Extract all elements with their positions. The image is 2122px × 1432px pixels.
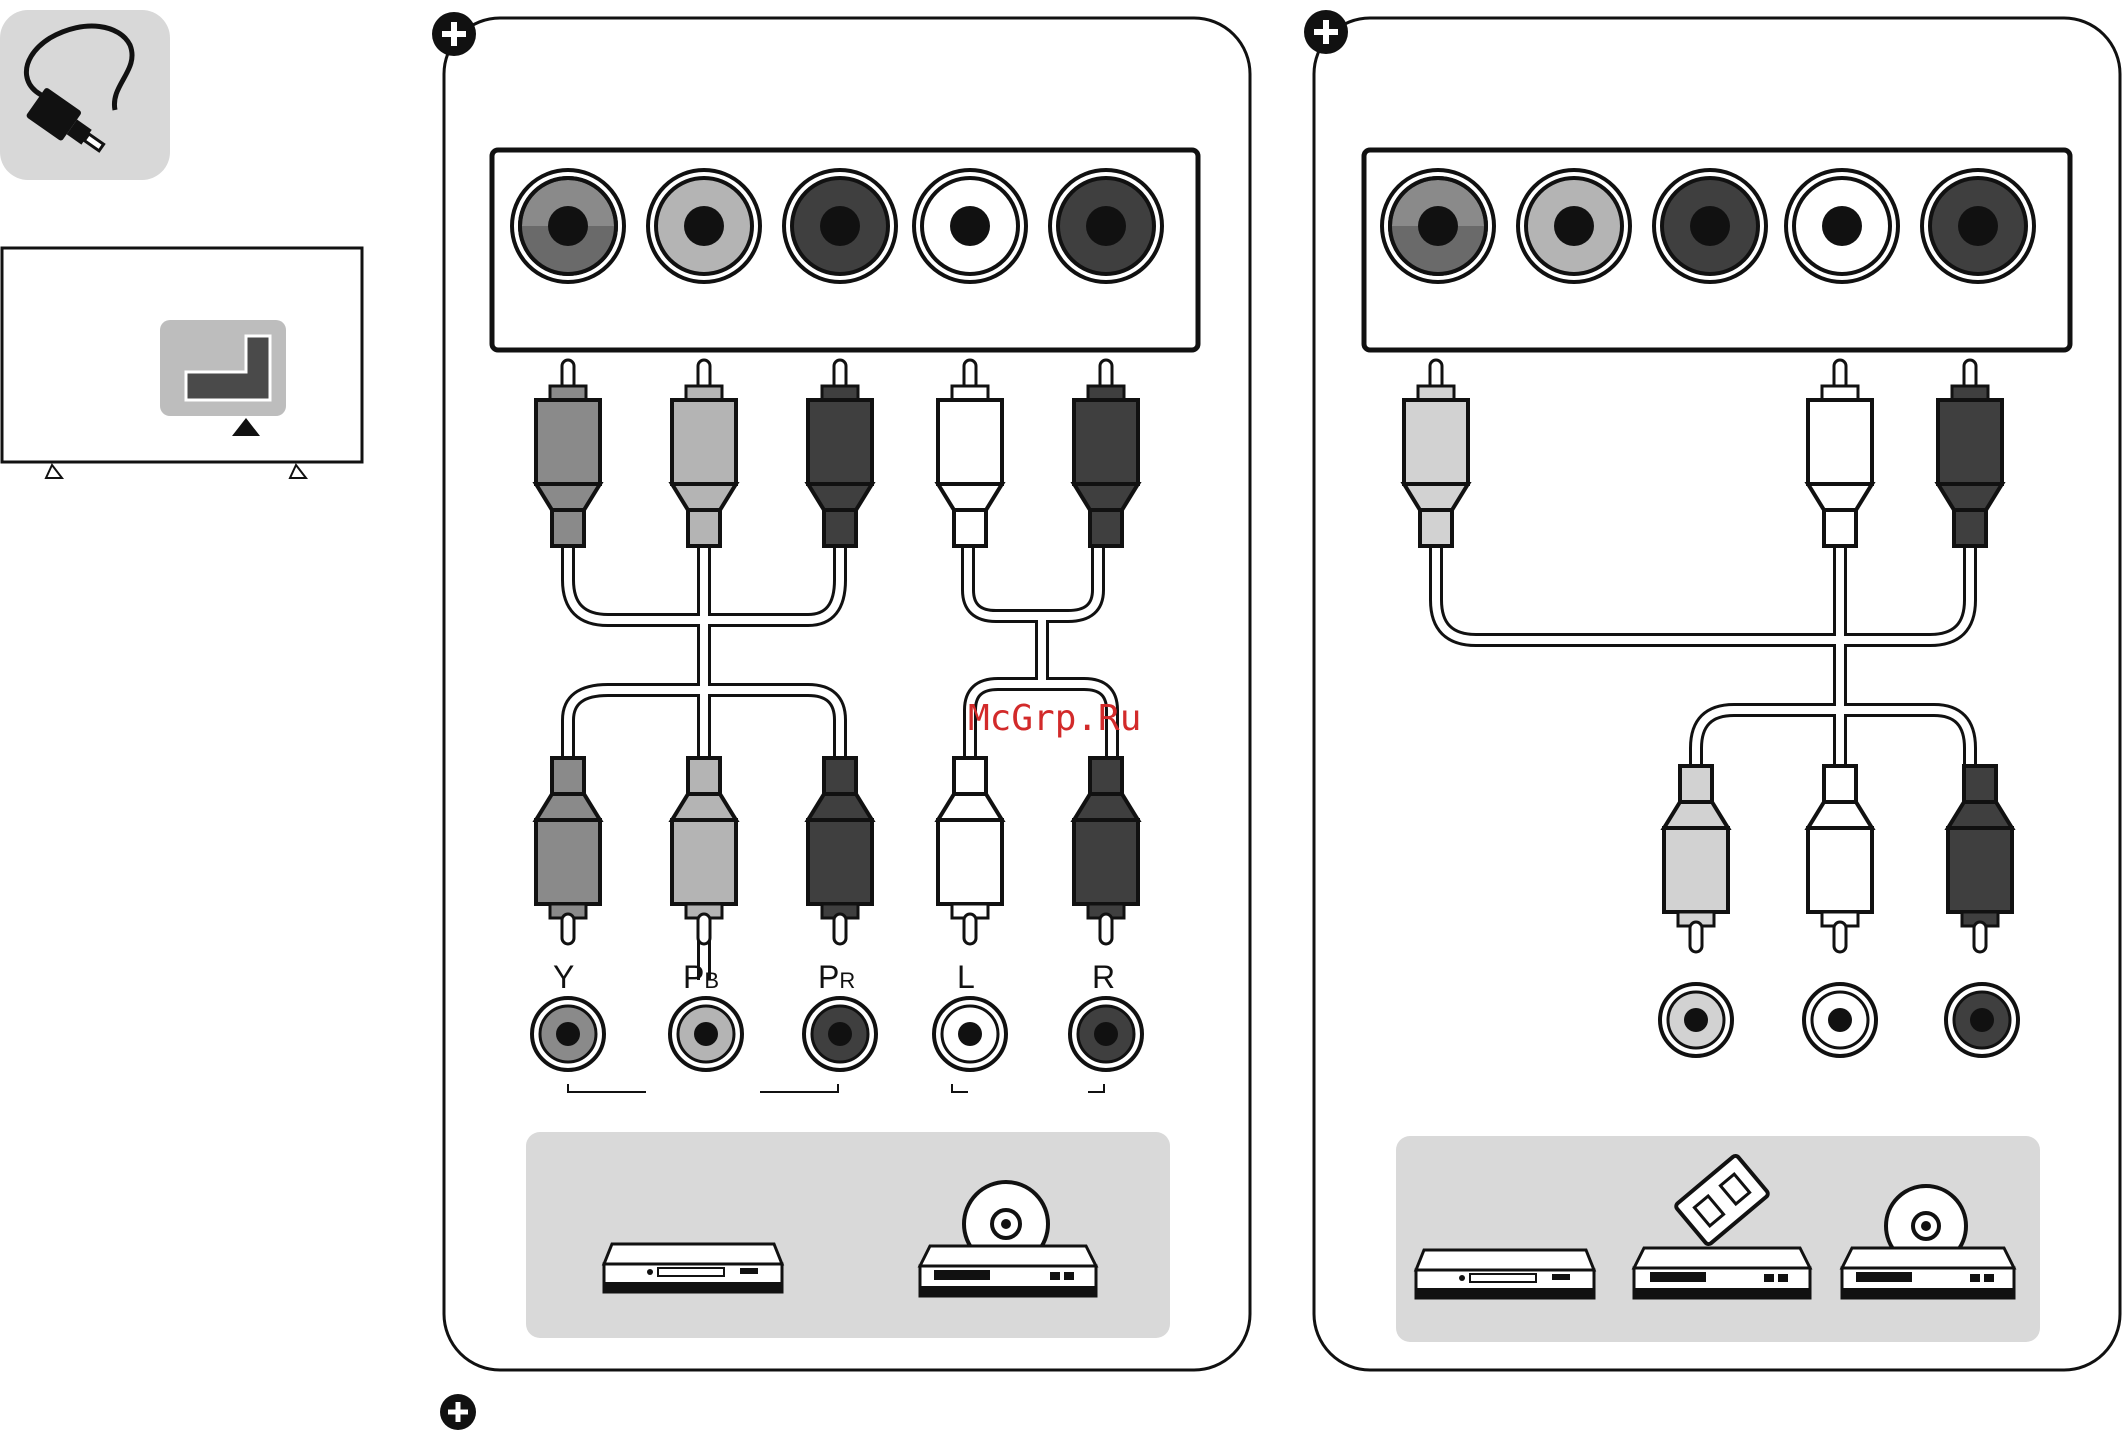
tv-jack-pb [1518, 170, 1630, 282]
tv-jack-y [512, 170, 624, 282]
av-cable-icon [0, 10, 170, 180]
device-jack-audio-l [934, 998, 1006, 1070]
dvd-player-icon [1416, 1250, 1594, 1298]
port-label-r: R [1092, 959, 1115, 995]
device-jack-audio-r [1946, 984, 2018, 1056]
plus-circle-icon [1304, 10, 1348, 54]
tv-jack-pr [1654, 170, 1766, 282]
device-jack-pr [804, 998, 876, 1070]
tv-jack-audio-r [1050, 170, 1162, 282]
device-area [526, 1132, 1170, 1338]
port-label-l: L [957, 959, 975, 995]
panel-component-connection: Y PB PR L R [432, 12, 1250, 1370]
device-jack-y [532, 998, 604, 1070]
panel-composite-connection [1304, 10, 2120, 1370]
tv-jack-audio-l [1786, 170, 1898, 282]
tv-jack-audio-r [1922, 170, 2034, 282]
device-jack-video [1660, 984, 1732, 1056]
plus-circle-icon [440, 1394, 476, 1430]
tv-jack-pb [648, 170, 760, 282]
tv-jack-audio-l [914, 170, 1026, 282]
dvd-player-icon [604, 1244, 782, 1292]
tv-back-panel-icon [2, 248, 362, 478]
device-jack-audio-l [1804, 984, 1876, 1056]
tv-jack-pr [784, 170, 896, 282]
device-jack-pb [670, 998, 742, 1070]
device-jack-audio-r [1070, 998, 1142, 1070]
port-label-y: Y [553, 959, 574, 995]
watermark: McGrp.Ru [968, 698, 1141, 739]
tv-jack-y [1382, 170, 1494, 282]
plus-circle-icon [432, 12, 476, 56]
